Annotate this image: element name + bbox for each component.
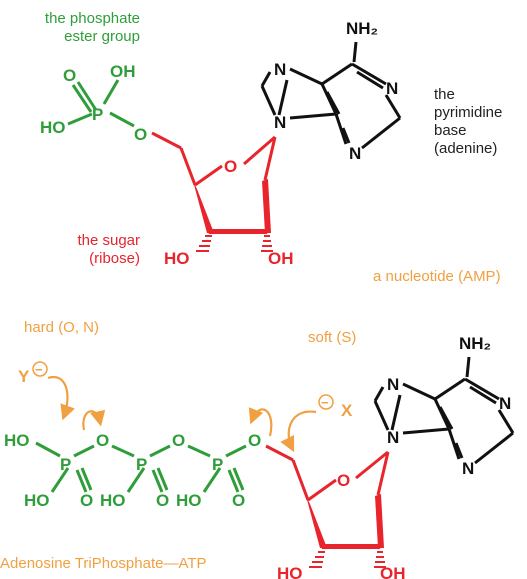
y-charge-circle [32, 361, 48, 377]
soft-nucleophile-label: soft (S) [308, 329, 357, 346]
atp-n9: N [387, 428, 399, 447]
amp-ring-front-wedge-left [193, 181, 214, 233]
amp-ester-oxygen: O [134, 125, 147, 144]
amp-phosphorus: P [92, 105, 103, 124]
hard-nucleophile-label: hard (O, N) [24, 319, 100, 336]
atp-ring-front-bond [320, 544, 382, 549]
atp-sugar-bonds [265, 444, 390, 502]
atp-amine: NH₂ [459, 334, 491, 353]
atp-ring-oxygen: O [337, 471, 350, 490]
amp-phosphate-bonds [67, 79, 135, 128]
nucleotide-label: a nucleotide (AMP) [373, 268, 501, 285]
atp-hydroxyl-2: HO [277, 564, 303, 579]
phosphate-ester-label-line1: the phosphate [44, 10, 140, 27]
atp-mechanism-arrows [47, 375, 317, 453]
sugar-label: the sugar (ribose) [40, 232, 140, 268]
amp-amine: NH₂ [346, 19, 378, 38]
amp-ring-front-wedge-right [262, 179, 271, 233]
atp-phosphorus-gamma: P [60, 455, 71, 474]
sugar-label-line2: (ribose) [89, 250, 140, 267]
x-charge-minus: − [321, 395, 329, 410]
amp-ring-front-bond [207, 229, 269, 234]
atp-hydroxyl-alpha: HO [176, 491, 202, 510]
amp-n3: N [349, 144, 361, 163]
arrow-bond-to-oxygen [82, 409, 106, 431]
arrow-y-to-phosphorus [47, 375, 75, 421]
sugar-label-line1: the sugar [77, 232, 140, 249]
atp-ring-front-wedge-right [375, 494, 384, 548]
amp-n7: N [274, 60, 286, 79]
atp-phosphorus-beta: P [136, 455, 147, 474]
amp-structure: O OH P HO O O HO OH NH₂ N N N N [40, 19, 402, 268]
base-label-line3: base [434, 122, 467, 139]
x-charge-circle [318, 394, 334, 410]
atp-oxygen-gamma: O [80, 491, 93, 510]
amp-sugar-bonds [151, 131, 277, 187]
atp-label: Adenosine TriPhosphate—ATP [0, 555, 207, 572]
amp-hydroxyl-3: OH [268, 249, 294, 268]
atp-oxygen-alpha: O [232, 491, 245, 510]
amp-hydroxyl-top: OH [110, 62, 136, 81]
atp-bridge-oxygen-1: O [96, 431, 109, 450]
amp-n9: N [274, 113, 286, 132]
atp-ester-oxygen: O [248, 431, 261, 450]
pyrimidine-base-label: the pyrimidine base (adenine) [434, 86, 502, 158]
nucleophile-y: Y [18, 367, 30, 386]
atp-phosphate-bonds [35, 441, 247, 493]
atp-base-bonds [373, 356, 515, 465]
arrow-bond-to-ester-oxygen [248, 407, 273, 437]
amp-hydroxyl-2: HO [164, 249, 190, 268]
phosphate-ester-label-line2: ester group [64, 28, 140, 45]
amp-oxygen-double: O [63, 66, 76, 85]
phosphate-ester-label: the phosphate ester group [0, 10, 140, 46]
base-label-line2: pyrimidine [434, 104, 503, 121]
atp-hashed-bonds [309, 551, 386, 568]
y-charge-minus: − [35, 362, 43, 377]
electrophile-x: X [341, 401, 353, 420]
atp-ring-front-wedge-left [306, 496, 327, 548]
atp-structure: Y − − X HO P HO O O P HO O O P HO O O O … [4, 334, 515, 579]
amp-ring-oxygen: O [224, 157, 237, 176]
amp-hashed-bonds [196, 235, 273, 252]
atp-bridge-oxygen-2: O [172, 431, 185, 450]
atp-n7: N [387, 375, 399, 394]
arrow-x-to-carbon [280, 410, 317, 453]
amp-base-bonds [260, 41, 402, 150]
base-label-line4: (adenine) [434, 140, 498, 157]
atp-hydroxyl-left: HO [4, 431, 30, 450]
atp-hydroxyl-3: OH [380, 564, 406, 579]
amp-n1: N [386, 79, 398, 98]
atp-phosphorus-alpha: P [212, 455, 223, 474]
atp-n1: N [499, 394, 511, 413]
atp-oxygen-beta: O [156, 491, 169, 510]
atp-hydroxyl-gamma: HO [24, 491, 50, 510]
atp-hydroxyl-beta: HO [100, 491, 126, 510]
base-label-line1: the [434, 86, 455, 103]
atp-n3: N [462, 459, 474, 478]
amp-hydroxyl-left: HO [40, 118, 66, 137]
